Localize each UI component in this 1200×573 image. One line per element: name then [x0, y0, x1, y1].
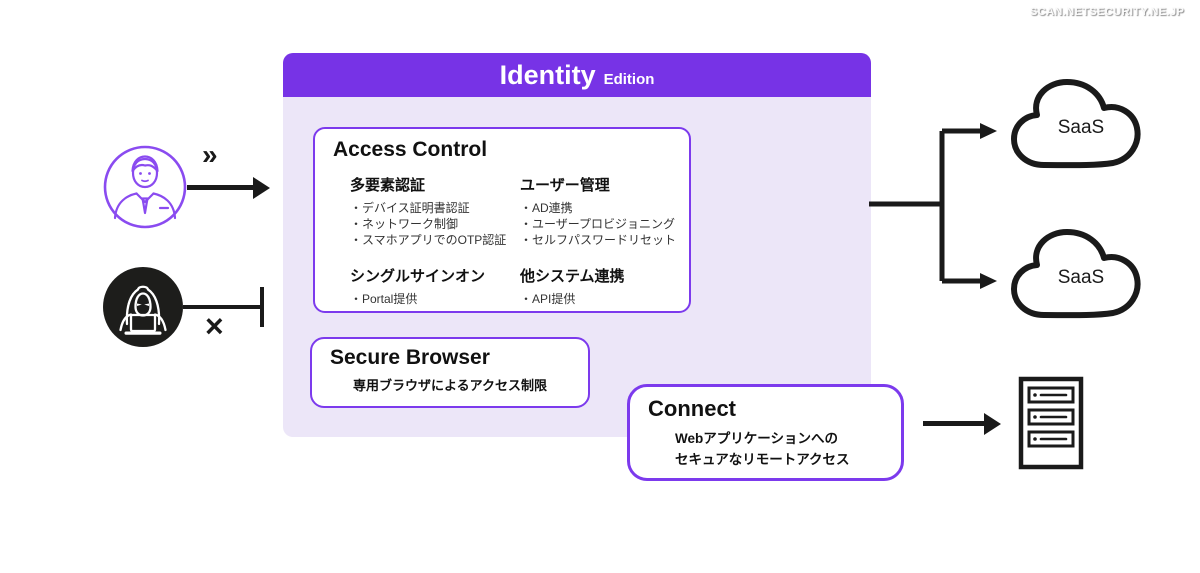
- connect-box: Connect Webアプリケーションへの セキュアなリモートアクセス: [627, 384, 904, 481]
- saas-bottom-label: SaaS: [1057, 267, 1105, 288]
- site-watermark: SCAN.NETSECURITY.NE.JP: [1030, 6, 1185, 18]
- access-control-title: Access Control: [333, 138, 488, 161]
- blocked-stop-bar: [259, 287, 264, 327]
- connect-title: Connect: [648, 396, 736, 421]
- saas-top-label: SaaS: [1057, 117, 1105, 138]
- hacker-icon: [103, 267, 183, 347]
- connect-description: Webアプリケーションへの セキュアなリモートアクセス: [675, 431, 850, 467]
- secure-browser-title: Secure Browser: [330, 346, 490, 369]
- fast-forward-chevrons: »: [202, 139, 218, 170]
- section-other-systems: 他システム連携 ・API提供: [520, 268, 625, 306]
- blocked-line: [183, 304, 261, 309]
- arrow-connect-to-server-head: [984, 412, 1001, 435]
- identity-edition-label: Edition: [603, 70, 655, 88]
- access-control-grid: 多要素認証 ・デバイス証明書認証 ・ネットワーク制御 ・スマホアプリでのOTP認…: [315, 162, 689, 307]
- business-user-icon: [103, 145, 187, 229]
- connector-identity-to-saas: [869, 123, 997, 289]
- section-mfa: 多要素認証 ・デバイス証明書認証 ・ネットワーク制御 ・スマホアプリでのOTP認…: [350, 177, 507, 247]
- arrow-user-to-identity-head: [253, 176, 270, 199]
- identity-title: Identity: [499, 59, 596, 90]
- secure-browser-description: 専用ブラウザによるアクセス制限: [353, 378, 547, 393]
- blocked-cross: ×: [205, 308, 224, 344]
- cloud-icon: [1011, 229, 1141, 319]
- section-sso: シングルサインオン ・Portal提供: [350, 268, 486, 306]
- arrow-connect-to-server-line: [923, 421, 985, 426]
- identity-edition-header: Identity Edition: [283, 53, 871, 97]
- access-control-box: Access Control 多要素認証 ・デバイス証明書認証 ・ネットワーク制…: [313, 127, 691, 313]
- section-user-management: ユーザー管理 ・AD連携 ・ユーザープロビジョニング ・セルフパスワードリセット: [520, 177, 677, 247]
- server-rack-icon: [1018, 376, 1084, 470]
- arrow-user-to-identity-line: [187, 185, 253, 190]
- secure-browser-box: Secure Browser 専用ブラウザによるアクセス制限: [310, 337, 590, 408]
- cloud-icon: [1011, 79, 1141, 169]
